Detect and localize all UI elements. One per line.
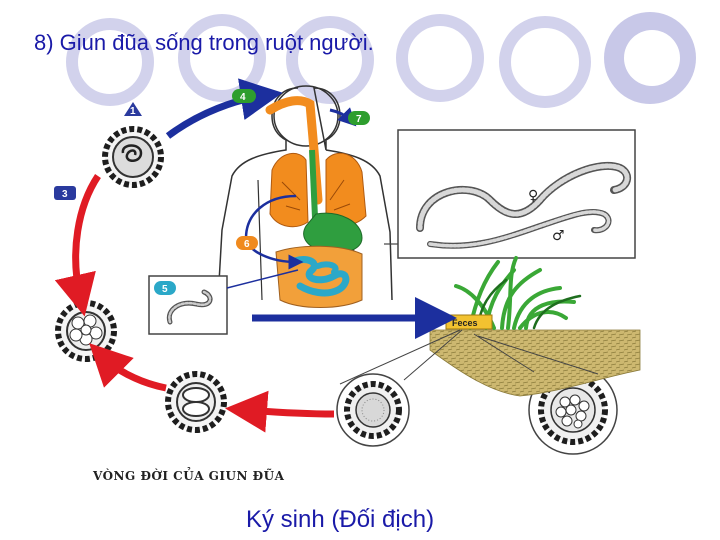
small-intestine-loop <box>315 261 339 275</box>
egg-stage-morula <box>55 300 117 362</box>
egg-stage-two-cell <box>165 371 227 433</box>
svg-text:6: 6 <box>244 239 250 250</box>
arrow-red-up <box>54 174 101 317</box>
decor-circle <box>178 14 266 102</box>
step-badge-1: 1 <box>124 102 142 117</box>
step-badge-7: 7 <box>348 111 370 125</box>
decor-circle <box>66 18 154 106</box>
decor-circle <box>286 16 374 104</box>
arrow-red-embryonation <box>225 390 335 433</box>
egg-stage-infective <box>102 126 164 188</box>
step-badge-4: 4 <box>232 89 256 103</box>
feces-label: Feces <box>452 318 478 328</box>
egg-fertilized-magnified <box>528 365 618 455</box>
egg-unembryonated-magnified <box>336 373 410 447</box>
slide-subtitle: Ký sinh (Đối địch) <box>246 506 435 533</box>
arrow-red-left <box>89 343 167 392</box>
step-badge-5: 5 <box>154 281 176 295</box>
slide-title: 8) Giun đũa sống trong ruột người. <box>34 30 374 55</box>
diagram-caption: VÒNG ĐỜI CỦA GIUN ĐŨA <box>93 469 285 483</box>
step-badge-3: 3 <box>54 186 76 200</box>
svg-text:7: 7 <box>356 114 362 125</box>
svg-text:1: 1 <box>130 106 136 117</box>
svg-text:3: 3 <box>62 189 68 200</box>
left-lung <box>269 152 309 228</box>
decor-circle <box>499 16 591 108</box>
svg-text:4: 4 <box>240 92 246 103</box>
small-intestine <box>288 256 350 297</box>
soil-and-grass <box>429 256 641 397</box>
svg-text:5: 5 <box>162 284 168 295</box>
lung-bronchi <box>281 179 351 211</box>
adult-worms-panel: ♀ ♂ <box>397 129 636 259</box>
larva-panel <box>148 275 228 335</box>
step-badge-6: 6 <box>236 236 258 250</box>
male-symbol: ♂ <box>552 228 565 244</box>
decor-circle-hole <box>624 30 680 86</box>
decor-circle <box>396 14 484 102</box>
magnifier-lines <box>339 329 599 385</box>
larva-pointer <box>226 269 299 289</box>
female-symbol: ♀ <box>528 188 538 204</box>
